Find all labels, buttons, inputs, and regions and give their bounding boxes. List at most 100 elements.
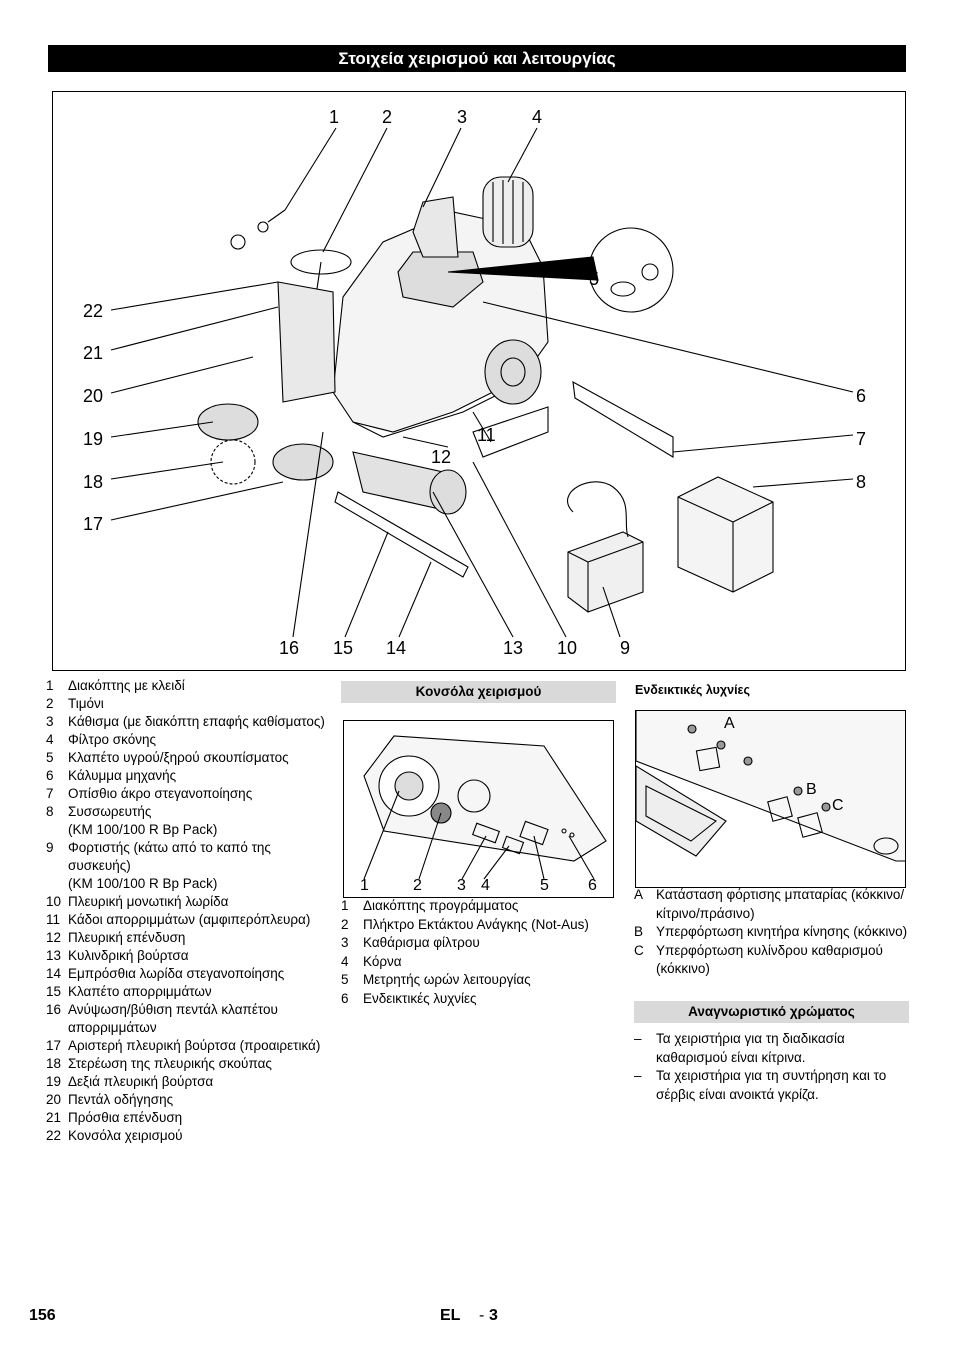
lamps-heading: Ενδεικτικές λυχνίες bbox=[635, 683, 750, 697]
lamps-item-text: Υπερφόρτωση κυλίνδρου καθαρισμού (κόκκιν… bbox=[656, 942, 883, 977]
lamps-drawing bbox=[636, 711, 905, 862]
color-code-item-number: – bbox=[634, 1031, 642, 1046]
console-heading: Κονσόλα χειρισμού bbox=[341, 681, 616, 703]
legend-item-number: 14 bbox=[46, 966, 62, 981]
legend-item-number: 8 bbox=[46, 804, 54, 819]
legend-item-text: Φορτιστής (κάτω από το καπό της συσκευής… bbox=[68, 840, 271, 873]
lamps-item-text: Κατάσταση φόρτισης μπαταρίας (κόκκινο/κί… bbox=[656, 887, 905, 921]
legend-item-text: Κυλινδρική βούρτσα bbox=[68, 948, 189, 963]
callout-6: 6 bbox=[856, 386, 867, 406]
console-callout-5: 5 bbox=[540, 877, 549, 894]
page-number: 156 bbox=[29, 1307, 56, 1324]
legend-item: 20 Πεντάλ οδήγησης bbox=[46, 1091, 326, 1109]
callout-4: 4 bbox=[532, 107, 543, 127]
legend-item-text: Κλαπέτο απορριμμάτων bbox=[68, 984, 212, 999]
legend-item-number: 6 bbox=[46, 768, 54, 783]
legend-item-text: Ανύψωση/βύθιση πεντάλ κλαπέτου απορριμμά… bbox=[68, 1002, 278, 1035]
lamps-item-number: B bbox=[634, 924, 644, 939]
legend-item-number bbox=[46, 821, 68, 839]
legend-item-text: Οπίσθιο άκρο στεγανοποίησης bbox=[68, 786, 253, 801]
legend-item-number: 19 bbox=[46, 1074, 62, 1089]
legend-item-text: Πρόσθια επένδυση bbox=[68, 1110, 183, 1125]
console-item-text: Μετρητής ωρών λειτουργίας bbox=[363, 972, 531, 987]
legend-item: (KM 100/100 R Bp Pack) bbox=[46, 821, 326, 839]
legend-item: 11 Κάδοι απορριμμάτων (αμφιπερόπλευρα) bbox=[46, 911, 326, 929]
console-item-number: 5 bbox=[341, 972, 349, 987]
legend-item: 21 Πρόσθια επένδυση bbox=[46, 1109, 326, 1127]
console-item: 1 Διακόπτης προγράμματος bbox=[341, 897, 621, 916]
console-drawing bbox=[363, 735, 607, 880]
legend-item: 5 Κλαπέτο υγρού/ξηρού σκουπίσματος bbox=[46, 749, 326, 767]
callout-20: 20 bbox=[83, 386, 104, 406]
callout-10: 10 bbox=[557, 638, 578, 658]
legend-item-text: (KM 100/100 R Bp Pack) bbox=[68, 822, 218, 837]
legend-item-number: 11 bbox=[46, 912, 61, 927]
page-title: Στοιχεία χειρισμού και λειτουργίας bbox=[48, 45, 906, 72]
lamps-item-number: C bbox=[634, 942, 644, 958]
callout-3: 3 bbox=[457, 107, 468, 127]
legend-item-number: 18 bbox=[46, 1056, 62, 1071]
legend-item-number: 13 bbox=[46, 948, 62, 963]
console-item-text: Κόρνα bbox=[363, 953, 402, 969]
console-item-text: Διακόπτης προγράμματος bbox=[363, 898, 519, 913]
color-code-item-number: – bbox=[634, 1068, 642, 1083]
legend-item-text: Κονσόλα χειρισμού bbox=[68, 1128, 183, 1143]
callout-22: 22 bbox=[83, 301, 104, 321]
callout-1: 1 bbox=[329, 107, 340, 127]
legend-item-number: 20 bbox=[46, 1092, 62, 1107]
console-item-number: 3 bbox=[341, 935, 349, 950]
legend-item-text: (KM 100/100 R Bp Pack) bbox=[68, 876, 218, 891]
legend-item-text: Εμπρόσθια λωρίδα στεγανοποίησης bbox=[68, 966, 285, 981]
console-callout-2: 2 bbox=[413, 877, 422, 894]
legend-item-number: 21 bbox=[46, 1110, 62, 1125]
lamps-item: B Υπερφόρτωση κινητήρα κίνησης (κόκκινο) bbox=[634, 923, 909, 942]
lamps-diagram: A B C bbox=[635, 710, 906, 888]
legend-item-number: 5 bbox=[46, 750, 54, 765]
legend-item-number: 16 bbox=[46, 1002, 62, 1017]
callout-8: 8 bbox=[856, 472, 867, 492]
machine-drawing bbox=[110, 127, 854, 638]
console-item-text: Ενδεικτικές λυχνίες bbox=[363, 990, 477, 1006]
color-code-item-text: Τα χειριστήρια για τη συντήρηση και το σ… bbox=[656, 1068, 887, 1102]
legend-item: 16 Ανύψωση/βύθιση πεντάλ κλαπέτου απορριμ… bbox=[46, 1001, 326, 1037]
callout-15: 15 bbox=[333, 638, 354, 658]
color-code-item: –Τα χειριστήρια για τη συντήρηση και το … bbox=[634, 1067, 909, 1104]
console-item: 6 Ενδεικτικές λυχνίες bbox=[341, 990, 621, 1009]
footer-sub: 3 bbox=[489, 1307, 498, 1324]
legend-item: (KM 100/100 R Bp Pack) bbox=[46, 875, 326, 893]
console-item-number: 6 bbox=[341, 990, 349, 1006]
legend-item-number: 17 bbox=[46, 1038, 62, 1053]
lamps-item-text: Υπερφόρτωση κινητήρα κίνησης (κόκκινο) bbox=[656, 924, 908, 939]
lamps-callout-C: C bbox=[832, 797, 844, 814]
machine-diagram: 1 2 3 4 22 21 20 19 18 17 5 6 7 8 11 12 … bbox=[52, 91, 906, 671]
legend-item-number: 2 bbox=[46, 696, 54, 711]
legend-item-text: Τιμόνι bbox=[68, 696, 104, 711]
legend-item-number: 9 bbox=[46, 840, 54, 855]
console-item-number: 1 bbox=[341, 898, 349, 913]
legend-item: 13 Κυλινδρική βούρτσα bbox=[46, 947, 326, 965]
color-code-item: –Τα χειριστήρια για τη διαδικασία καθαρι… bbox=[634, 1030, 909, 1067]
console-item: 5 Μετρητής ωρών λειτουργίας bbox=[341, 971, 621, 990]
legend-item-text: Πεντάλ οδήγησης bbox=[68, 1092, 174, 1107]
legend-item-text: Φίλτρο σκόνης bbox=[68, 732, 156, 747]
legend-item: 2 Τιμόνι bbox=[46, 695, 326, 713]
callout-13: 13 bbox=[503, 638, 524, 658]
callout-2: 2 bbox=[382, 107, 393, 127]
legend-item-text: Διακόπτης με κλειδί bbox=[68, 678, 185, 693]
legend-item-text: Κάδοι απορριμμάτων (αμφιπερόπλευρα) bbox=[68, 912, 311, 927]
callout-12: 12 bbox=[431, 447, 452, 467]
legend-item-text: Πλευρική μονωτική λωρίδα bbox=[68, 894, 229, 909]
lamps-callout-B: B bbox=[806, 781, 817, 798]
console-item-text: Καθάρισμα φίλτρου bbox=[363, 935, 480, 950]
legend-item-text: Στερέωση της πλευρικής σκούπας bbox=[68, 1056, 272, 1071]
legend-item-text: Κλαπέτο υγρού/ξηρού σκουπίσματος bbox=[68, 750, 289, 765]
